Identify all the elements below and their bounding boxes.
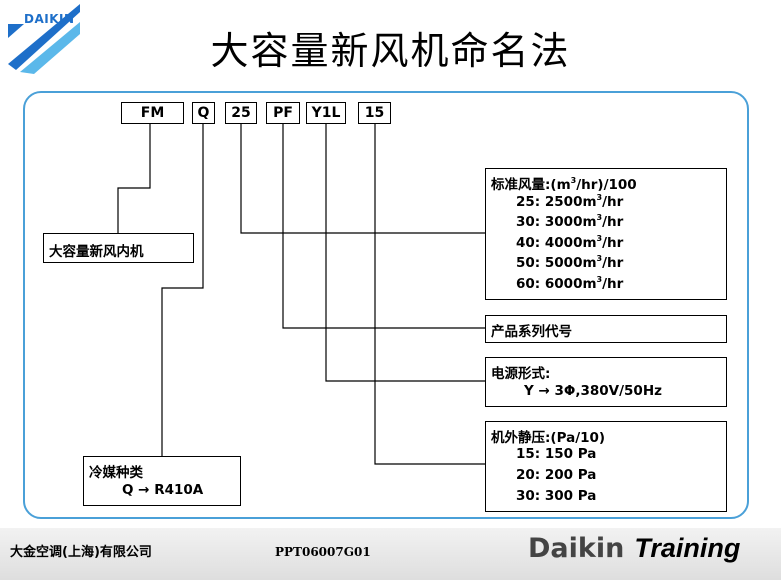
airflow-row: 50: 5000m3/hr [516, 254, 624, 272]
airflow-row: 40: 4000m3/hr [516, 234, 624, 252]
airflow-row: 60: 6000m3/hr [516, 275, 624, 293]
brand-name: Daikin [528, 533, 625, 564]
refrigerant-box: 冷媒种类 Q → R410A [83, 456, 241, 506]
airflow-row: 25: 2500m3/hr [516, 193, 624, 211]
connector-fm [117, 124, 151, 233]
diagram-frame [23, 91, 749, 519]
logo-text: DAIKIN [24, 12, 75, 26]
code-box-25: 25 [225, 102, 257, 124]
refrigerant-heading: 冷媒种类 [89, 465, 143, 481]
code-box-15: 15 [358, 102, 391, 124]
pressure-row: 30: 300 Pa [516, 488, 597, 504]
connector-25 [240, 124, 485, 234]
code-box-q: Q [192, 102, 215, 124]
footer-bar [0, 528, 781, 580]
pressure-box: 机外静压:(Pa/10) 15: 150 Pa 20: 200 Pa 30: 3… [485, 421, 727, 512]
power-box: 电源形式: Y → 3Φ,380V/50Hz [485, 357, 727, 407]
series-box: 产品系列代号 [485, 315, 727, 343]
airflow-row: 30: 3000m3/hr [516, 213, 624, 231]
page-title: 大容量新风机命名法 [210, 29, 571, 73]
refrigerant-row: Q → R410A [122, 482, 204, 498]
power-row: Y → 3Φ,380V/50Hz [524, 383, 662, 399]
daikin-logo-mark-icon [8, 4, 80, 74]
daikin-logo: DAIKIN [6, 4, 84, 76]
airflow-box: 标准风量:(m3/hr)/100 25: 2500m3/hr 30: 3000m… [485, 168, 727, 300]
code-box-y1l: Y1L [306, 102, 346, 124]
series-label: 产品系列代号 [491, 324, 572, 340]
document-code: PPT06007G01 [275, 545, 371, 559]
training-label: Training [634, 533, 741, 563]
unit-label-box: 大容量新风内机 [43, 233, 194, 263]
brand-wordmark: Daikin Training [528, 533, 740, 564]
company-name: 大金空调(上海)有限公司 [10, 545, 152, 560]
code-box-pf: PF [266, 102, 300, 124]
connector-q [161, 124, 204, 456]
pressure-row: 20: 200 Pa [516, 467, 597, 483]
connector-y1l [325, 124, 485, 382]
connector-15 [374, 124, 485, 465]
pressure-row: 15: 150 Pa [516, 446, 597, 462]
power-heading: 电源形式: [491, 366, 551, 382]
pressure-heading: 机外静压:(Pa/10) [491, 430, 606, 446]
airflow-heading: 标准风量:(m3/hr)/100 [491, 176, 637, 194]
code-box-fm: FM [121, 102, 184, 124]
unit-label: 大容量新风内机 [49, 244, 144, 260]
connector-pf [282, 124, 485, 329]
